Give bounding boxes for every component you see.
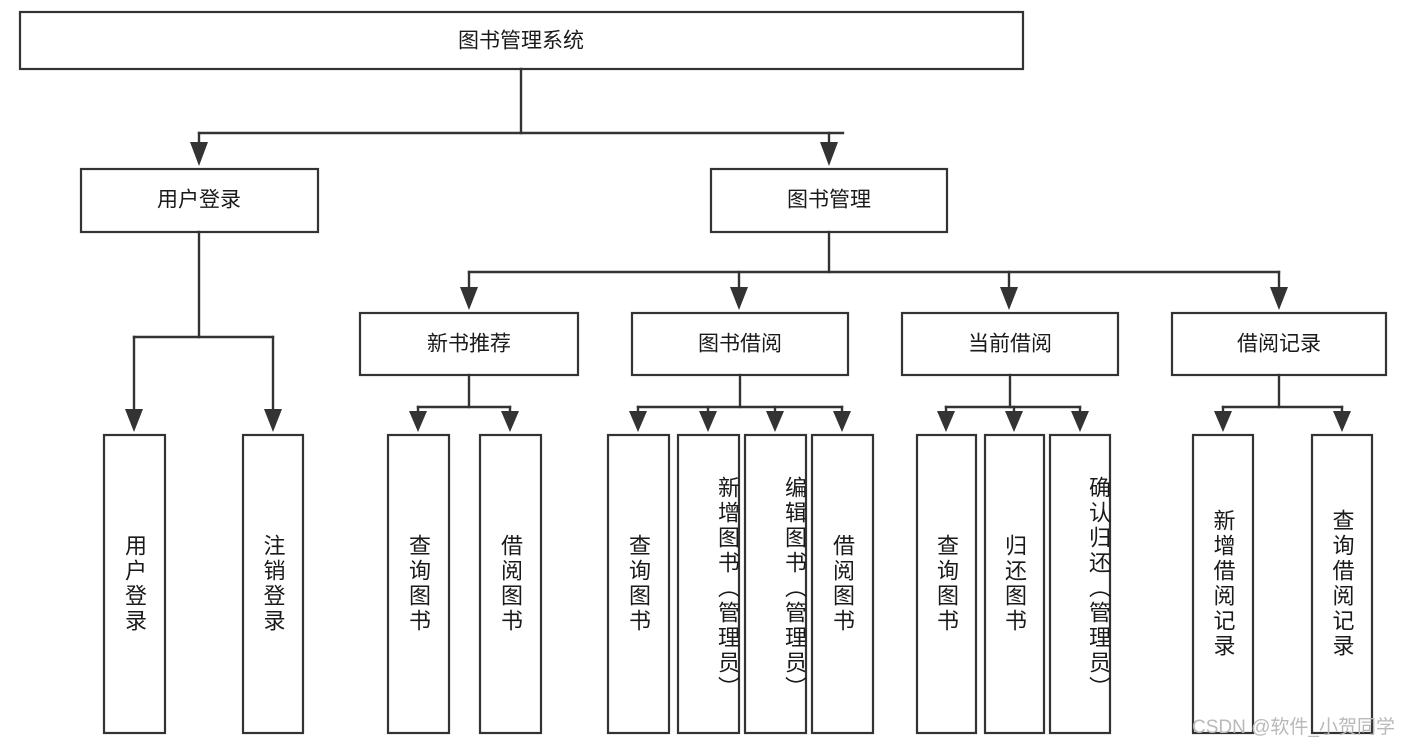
leaf-box-edit-book-admin[interactable] (743, 433, 808, 735)
connector-book-manage-to-level3 (460, 230, 1288, 310)
arrow-head-leaf-borrow-book-1 (501, 411, 519, 432)
arrow-head-leaf-confirm-return-admin (1071, 411, 1089, 432)
node-new-book-recommend[interactable]: 新书推荐 (358, 311, 580, 377)
arrow-head-leaf-query-borrow-record (1333, 411, 1351, 432)
connector-borrow-record-to-leaves (1214, 373, 1351, 432)
leaf-box-return-book[interactable] (983, 433, 1046, 735)
leaf-box-query-borrow-record[interactable] (1310, 433, 1374, 735)
leaf-box-add-borrow-record[interactable] (1191, 433, 1255, 735)
arrow-head-leaf-borrow-book-2 (833, 411, 851, 432)
connector-current-borrow-to-leaves (937, 373, 1089, 432)
arrow-head-leaf-add-borrow-record (1214, 411, 1232, 432)
leaf-box-query-book-3[interactable] (915, 433, 978, 735)
leaf-box-query-book-1[interactable] (386, 433, 451, 735)
node-root-label: 图书管理系统 (458, 30, 584, 53)
arrow-head-leaf-logout (264, 409, 282, 432)
connector-book-borrow-to-leaves (629, 373, 851, 432)
node-book-borrow-label: 图书借阅 (698, 333, 782, 356)
connector-user-login-to-leaves (125, 230, 282, 432)
node-book-borrow-box[interactable] (630, 311, 850, 377)
arrow-head-user-login (190, 142, 208, 166)
leaf-box-query-book-2[interactable] (606, 433, 671, 735)
arrow-head-leaf-user-login (125, 409, 143, 432)
node-root[interactable]: 图书管理系统 (18, 10, 1025, 71)
node-current-borrow[interactable]: 当前借阅 (900, 311, 1120, 377)
arrow-head-new-book-recommend (460, 287, 478, 310)
node-root-box[interactable] (18, 10, 1025, 71)
node-borrow-record-box[interactable] (1170, 311, 1388, 377)
leaf-box-add-book-admin[interactable] (676, 433, 741, 735)
node-current-borrow-label: 当前借阅 (968, 333, 1052, 356)
arrow-head-book-manage (820, 142, 838, 166)
arrow-head-leaf-query-book-2 (629, 411, 647, 432)
arrow-head-current-borrow (1000, 287, 1018, 310)
connector-new-book-recommend-to-leaves (409, 373, 519, 432)
node-book-manage[interactable]: 图书管理 (709, 167, 949, 234)
leaf-boxes (102, 433, 1374, 735)
node-user-login-label: 用户登录 (157, 189, 241, 212)
csdn-watermark: CSDN @软件_小贺同学 (1192, 717, 1395, 738)
arrow-head-leaf-query-book-3 (937, 411, 955, 432)
node-book-borrow[interactable]: 图书借阅 (630, 311, 850, 377)
arrow-head-leaf-return-book (1005, 411, 1023, 432)
node-borrow-record-label: 借阅记录 (1237, 333, 1321, 356)
node-current-borrow-box[interactable] (900, 311, 1120, 377)
leaf-box-borrow-book-2[interactable] (810, 433, 875, 735)
node-book-manage-label: 图书管理 (787, 189, 871, 212)
arrow-head-leaf-edit-book-admin (766, 411, 784, 432)
node-book-manage-box[interactable] (709, 167, 949, 234)
node-user-login[interactable]: 用户登录 (79, 167, 320, 234)
connector-root-to-level2 (190, 67, 845, 166)
leaf-box-logout[interactable] (241, 433, 305, 735)
arrow-head-leaf-query-book-1 (409, 411, 427, 432)
arrow-head-book-borrow (730, 287, 748, 310)
arrow-head-borrow-record (1270, 287, 1288, 310)
node-new-book-recommend-label: 新书推荐 (427, 333, 511, 356)
leaf-box-confirm-return-admin[interactable] (1048, 433, 1112, 735)
leaf-box-user-login[interactable] (102, 433, 167, 735)
node-borrow-record[interactable]: 借阅记录 (1170, 311, 1388, 377)
leaf-box-borrow-book-1[interactable] (478, 433, 543, 735)
node-new-book-recommend-box[interactable] (358, 311, 580, 377)
arrow-head-leaf-add-book-admin (699, 411, 717, 432)
